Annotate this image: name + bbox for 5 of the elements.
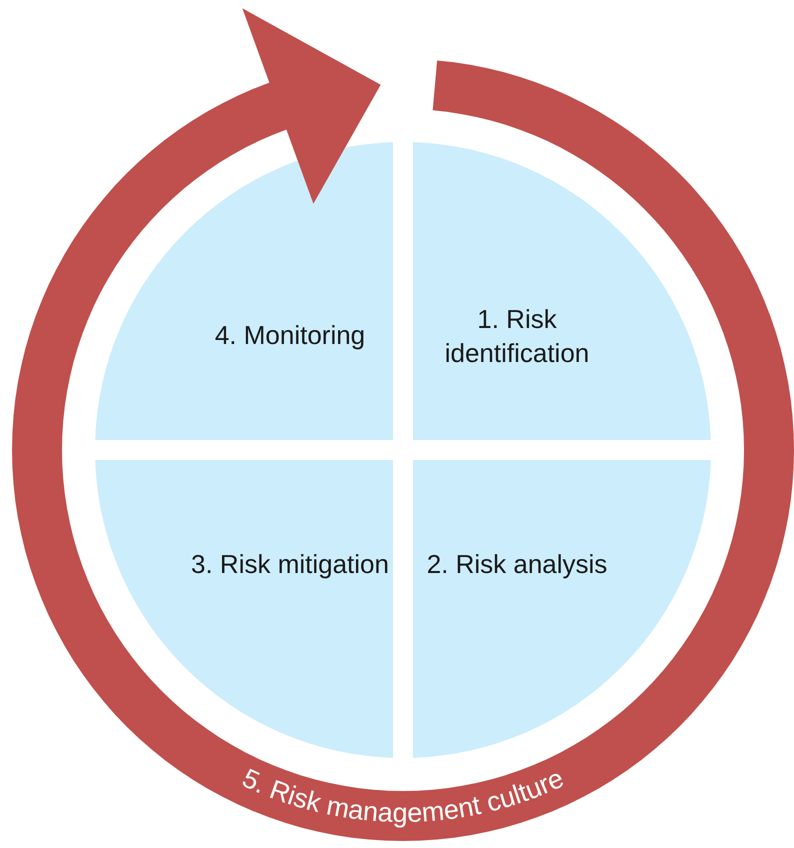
ring-label: 5. Risk management culture xyxy=(238,762,568,828)
step-label: 4. Monitoring xyxy=(214,319,366,352)
step-label: 3. Risk mitigation xyxy=(190,548,390,582)
step-label: 2. Risk analysis xyxy=(426,548,608,582)
step-label: 1. Risk identification xyxy=(444,303,590,370)
